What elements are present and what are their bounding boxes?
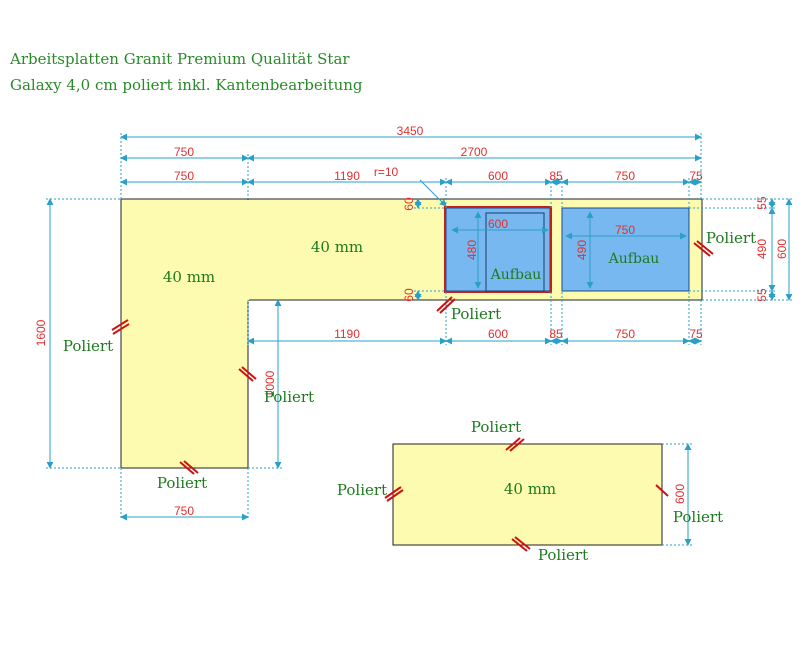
slab-piece-2: [392, 443, 663, 546]
dim-sink2-width: 750: [615, 223, 635, 237]
dim-sink2-height: 490: [575, 240, 589, 260]
poliert-p2-bottom: Poliert: [538, 546, 588, 564]
poliert-right: Poliert: [706, 229, 756, 247]
sink-1-basin: [485, 212, 545, 292]
sink1-label: Aufbau: [490, 267, 542, 283]
polish-mark-inner: [238, 368, 254, 382]
thickness-left: 40 mm: [163, 268, 215, 286]
title-block: Arbeitsplatten Granit Premium Qualität S…: [10, 46, 363, 98]
dim-radius: r=10: [374, 165, 399, 179]
dim-seg-600: 600: [488, 169, 508, 183]
dim-left-width: 750: [174, 145, 194, 159]
dim-bottom-width: 750: [174, 504, 194, 518]
dim-sink1-width: 600: [488, 217, 508, 231]
polish-mark-p2-top: [505, 437, 521, 451]
polish-mark-left: [111, 319, 129, 331]
poliert-inner: Poliert: [264, 388, 314, 406]
thickness-top: 40 mm: [311, 238, 363, 256]
poliert-front: Poliert: [451, 305, 501, 323]
poliert-p2-top: Poliert: [471, 418, 521, 436]
sink-1-border: [444, 206, 552, 293]
dim-bottom-85: 85: [549, 327, 563, 341]
dim-offset-60-top: 60: [402, 197, 416, 211]
dim-right-490: 490: [755, 239, 769, 259]
polish-mark-p2-bottom: [511, 538, 528, 552]
slab-left: [120, 198, 249, 469]
dim-total: 3450: [397, 124, 424, 138]
poliert-p2-left: Poliert: [337, 481, 387, 499]
polish-mark-p2-left: [384, 486, 402, 499]
dim-bottom-75: 75: [689, 327, 703, 341]
dim-right-55-top: 55: [755, 196, 769, 210]
dim-right-55-bottom: 55: [755, 288, 769, 302]
title-line-1: Arbeitsplatten Granit Premium Qualität S…: [10, 50, 350, 68]
polish-mark-front: [436, 296, 453, 312]
dim-left-height: 1600: [34, 319, 48, 346]
dim-seg-85: 85: [549, 169, 563, 183]
dim-inner-height: 1000: [263, 370, 277, 397]
dim-bottom-750: 750: [615, 327, 635, 341]
dim-offset-60-bottom: 60: [402, 288, 416, 302]
sink-cutout-2: [561, 207, 690, 292]
dim-seg-750: 750: [615, 169, 635, 183]
dim-right-width: 2700: [461, 145, 488, 159]
poliert-bottom: Poliert: [157, 474, 207, 492]
sink2-label: Aufbau: [608, 251, 660, 267]
dim-seg-1190: 1190: [334, 169, 360, 183]
dim-bottom-1190: 1190: [334, 327, 360, 341]
polish-mark-bottom: [179, 461, 195, 475]
polish-mark-p2-right: [655, 484, 669, 497]
dim-right-600: 600: [775, 239, 789, 259]
title-line-2: Galaxy 4,0 cm poliert inkl. Kantenbearbe…: [10, 76, 363, 94]
thickness-piece2: 40 mm: [504, 480, 556, 498]
polish-mark-right: [693, 242, 711, 257]
dim-left-width-2: 750: [174, 169, 194, 183]
dim-bottom-600: 600: [488, 327, 508, 341]
poliert-p2-right: Poliert: [673, 508, 723, 526]
dim-piece2-height: 600: [673, 484, 687, 504]
dim-seg-75: 75: [689, 169, 703, 183]
dim-sink1-height: 480: [465, 240, 479, 260]
poliert-left: Poliert: [63, 337, 113, 355]
